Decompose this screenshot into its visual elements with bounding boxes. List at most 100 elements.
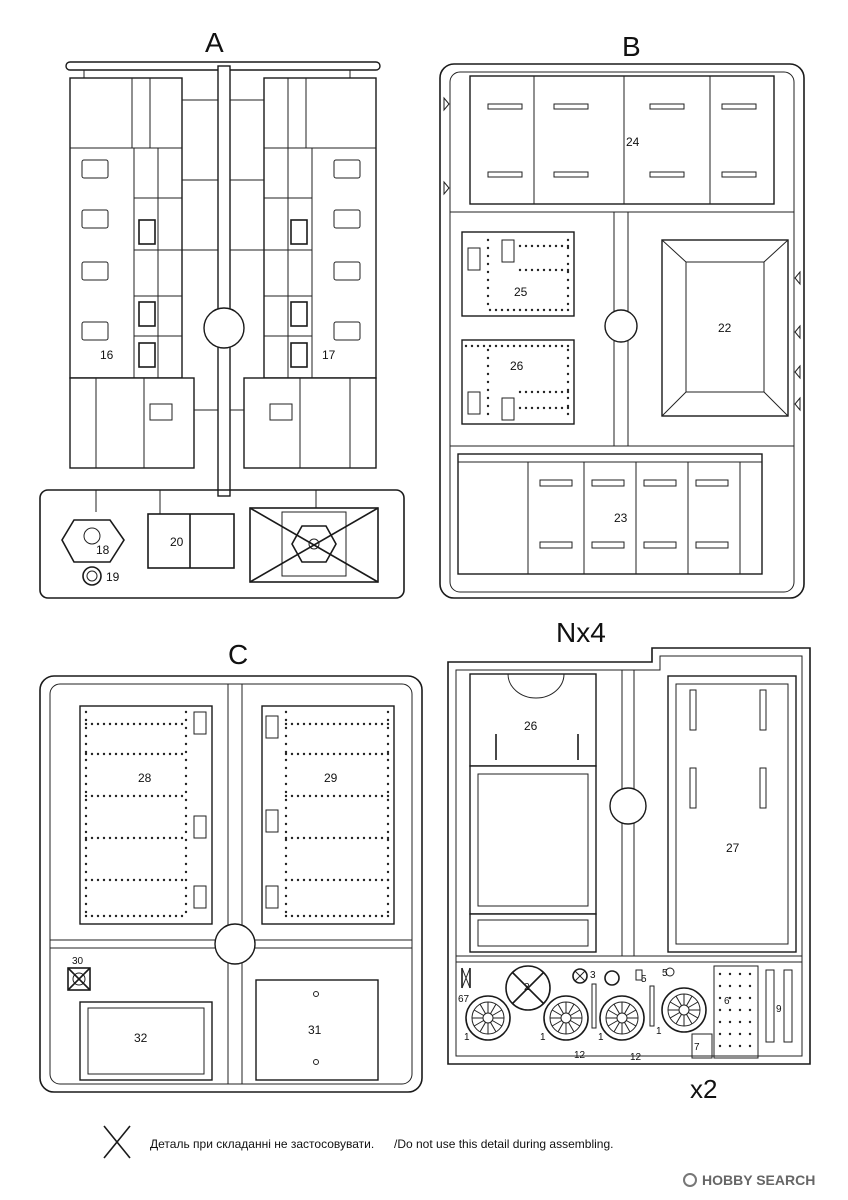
rivet-dot [476, 344, 480, 348]
rivet-dot [560, 406, 564, 410]
part-67-label: 67 [458, 994, 470, 1005]
sprue-a-letter: A [205, 27, 224, 58]
rivet-dot [132, 794, 136, 798]
rivet-dot [174, 752, 178, 756]
rivet-dot [748, 984, 752, 988]
part-12-label-a: 12 [574, 1050, 586, 1061]
rivet-dot [184, 878, 188, 882]
rivet-dot [296, 794, 300, 798]
rivet-dot [284, 814, 288, 818]
rivet-dot [184, 798, 188, 802]
rivet-dot [332, 752, 336, 756]
rivet-dot [542, 244, 546, 248]
rivet-dot [284, 886, 288, 890]
rivet-dot [486, 348, 490, 352]
rivet-dot [386, 718, 390, 722]
part-67: 67 [458, 967, 471, 1005]
part-24: 24 [469, 75, 775, 205]
wheel-spoke [557, 1022, 564, 1033]
rivet-dot [184, 718, 188, 722]
rivet-dot [386, 914, 390, 918]
rivet-dot [486, 238, 490, 242]
rivet-dot [386, 846, 390, 850]
rivet-dot [320, 752, 324, 756]
rivet-dot [386, 782, 390, 786]
part-3-label: 3 [590, 970, 596, 981]
rivet-dot [386, 710, 390, 714]
rivet-dot [566, 278, 570, 282]
rivet-dot [162, 722, 166, 726]
rivet-dot [338, 914, 342, 918]
rivet-dot [284, 822, 288, 826]
rivet-dot [386, 862, 390, 866]
cluster-multiplier: x2 [690, 1074, 717, 1104]
rivet-dot [386, 726, 390, 730]
rivet-dot [96, 752, 100, 756]
rivet-dot [554, 390, 558, 394]
rivet-dot [168, 794, 172, 798]
rivet-dot [108, 752, 112, 756]
rivet-dot [368, 878, 372, 882]
rivet-dot [84, 722, 88, 726]
part-6-label: 6 [724, 996, 730, 1007]
rivet-dot [308, 878, 312, 882]
watermark: HOBBY SEARCH [683, 1172, 815, 1188]
rivet-dot [314, 914, 318, 918]
rivet-dot [566, 238, 570, 242]
part-26-n: 26 [469, 673, 597, 767]
wheel-spoke [626, 1009, 637, 1016]
part-20: 20 [147, 513, 235, 569]
rivet-dot [356, 722, 360, 726]
rivet-dot [84, 710, 88, 714]
rivet-dot [542, 308, 546, 312]
rivet-dot [120, 914, 124, 918]
rivet-dot [718, 972, 722, 976]
rivet-dot [548, 244, 552, 248]
part-9-label: 9 [776, 1004, 782, 1015]
sprue-a: A 16 [39, 27, 405, 599]
rivet-dot [530, 344, 534, 348]
rivet-dot [132, 914, 136, 918]
rivet-dot [132, 722, 136, 726]
rivet-dot [114, 878, 118, 882]
rivet-dot [284, 902, 288, 906]
rivet-dot [84, 862, 88, 866]
wheel-spoke [686, 995, 693, 1006]
wheel-spoke [607, 1009, 618, 1016]
rivet-dot [108, 794, 112, 798]
rivet-dot [108, 878, 112, 882]
rivet-dot [84, 782, 88, 786]
rivet-dot [184, 862, 188, 866]
rivet-dot [718, 1020, 722, 1024]
rivet-dot [108, 722, 112, 726]
rivet-dot [302, 752, 306, 756]
rivet-dot [350, 794, 354, 798]
rivet-dot [486, 380, 490, 384]
rivet-dot [386, 806, 390, 810]
rivet-dot [542, 390, 546, 394]
rivet-dot [314, 878, 318, 882]
rivet-dot [184, 774, 188, 778]
rivet-dot [518, 406, 522, 410]
rivet-dot [718, 1044, 722, 1048]
wheel-spoke [551, 1009, 562, 1016]
rivet-dot [84, 794, 88, 798]
rivet-dot [144, 752, 148, 756]
rivet-dot [518, 268, 522, 272]
rivet-dot [144, 722, 148, 726]
rivet-dot [566, 348, 570, 352]
rivet-dot [738, 1044, 742, 1048]
rivet-dot [536, 406, 540, 410]
part-1-label-c: 1 [598, 1032, 604, 1043]
rivet-dot [728, 972, 732, 976]
rivet-dot [386, 742, 390, 746]
wheel-spoke [624, 1022, 631, 1033]
rivet-dot [524, 344, 528, 348]
wheel-spoke [624, 1003, 631, 1014]
rivet-dot [184, 766, 188, 770]
rivet-dot [320, 794, 324, 798]
rivet-dot [138, 722, 142, 726]
rivet-dot [84, 836, 88, 840]
rivet-dot [144, 794, 148, 798]
rivet-dot [184, 902, 188, 906]
